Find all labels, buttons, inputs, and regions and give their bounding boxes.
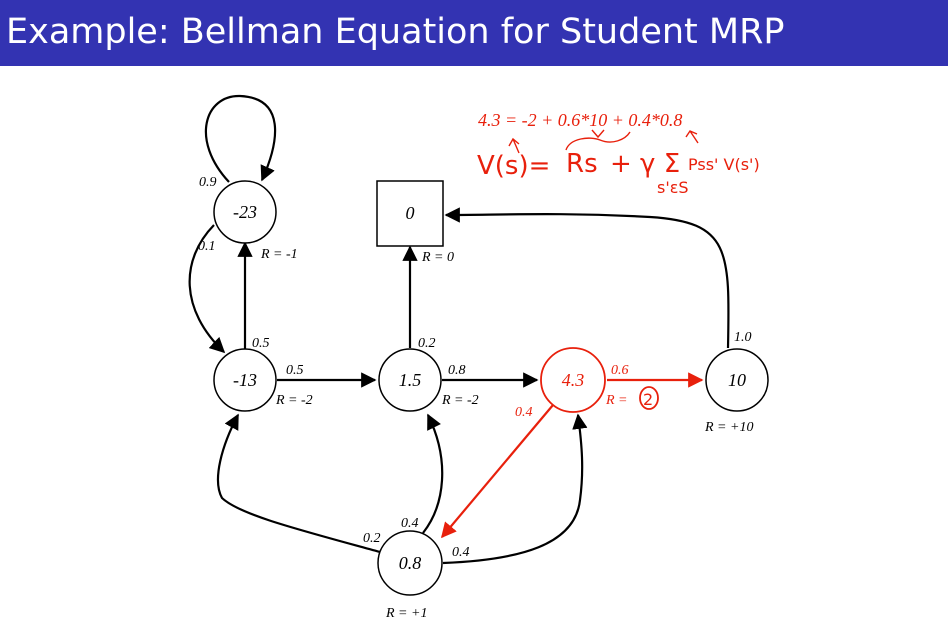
reward-class2: R = -2	[441, 393, 479, 408]
handwritten-gamma-sum: + γ Σ	[610, 149, 680, 179]
handwritten-reward-class3: 2	[643, 390, 653, 409]
title-bar: Example: Bellman Equation for Student MR…	[0, 0, 948, 66]
handwritten-value-lhs: V(s)=	[477, 151, 550, 181]
reward-sleep: R = 0	[421, 250, 454, 265]
prob-class3-to-pass: 0.6	[611, 363, 629, 378]
handwritten-arrow-1	[508, 137, 520, 154]
edge-pub-to-class1	[216, 413, 381, 554]
edge-pass-to-sleep	[444, 207, 730, 349]
edge-pub-to-class2	[422, 413, 444, 534]
prob-class3-to-pub: 0.4	[515, 405, 533, 420]
reward-pass: R = +10	[704, 420, 753, 435]
bellman-equation-example: 4.3 = -2 + 0.6*10 + 0.4*0.8	[478, 110, 682, 130]
prob-pub-to-class2: 0.4	[401, 516, 419, 531]
prob-facebook-to-class1: 0.1	[198, 239, 216, 254]
prob-pub-to-class3: 0.4	[452, 545, 470, 560]
node-pub	[377, 530, 443, 596]
prob-class1-to-class2: 0.5	[286, 363, 304, 378]
reward-pub: R = +1	[385, 606, 427, 621]
edge-facebook-self	[204, 94, 277, 183]
node-pub-value: 0.8	[399, 553, 422, 573]
handwritten-transition-term: Pss' V(s')	[688, 155, 760, 174]
node-class2-value: 1.5	[399, 370, 422, 390]
node-facebook	[213, 180, 277, 244]
node-pass-value: 10	[728, 370, 746, 390]
reward-facebook: R = -1	[260, 247, 298, 262]
prob-class1-to-facebook: 0.5	[252, 336, 270, 351]
reward-class3: R =	[605, 393, 628, 408]
prob-class2-to-class3: 0.8	[448, 363, 466, 378]
prob-class2-to-sleep: 0.2	[418, 336, 436, 351]
handwritten-reward-term: Rs	[566, 149, 598, 179]
node-class1	[213, 348, 277, 412]
node-pass	[705, 348, 769, 412]
handwritten-sum-index: s'εS	[657, 178, 689, 197]
edge-facebook-to-class1	[188, 224, 226, 354]
node-class3-value: 4.3	[562, 370, 585, 390]
node-class3	[540, 347, 606, 413]
handwritten-circle-mark	[639, 386, 659, 410]
node-sleep	[376, 180, 444, 247]
reward-class1: R = -2	[275, 393, 313, 408]
prob-facebook-self: 0.9	[199, 175, 217, 190]
node-class2	[378, 348, 442, 412]
prob-pub-to-class1: 0.2	[363, 531, 381, 546]
slide-title: Example: Bellman Equation for Student MR…	[6, 12, 785, 52]
edge-pub-to-class3	[442, 413, 588, 565]
node-sleep-value: 0	[406, 203, 415, 223]
handwritten-arrow-2	[685, 130, 699, 144]
node-class1-value: -13	[233, 370, 257, 390]
node-facebook-value: -23	[233, 202, 257, 222]
edge-class3-to-pub	[441, 404, 554, 539]
prob-pass-to-sleep: 1.0	[734, 330, 752, 345]
handwritten-bracket	[565, 129, 631, 151]
